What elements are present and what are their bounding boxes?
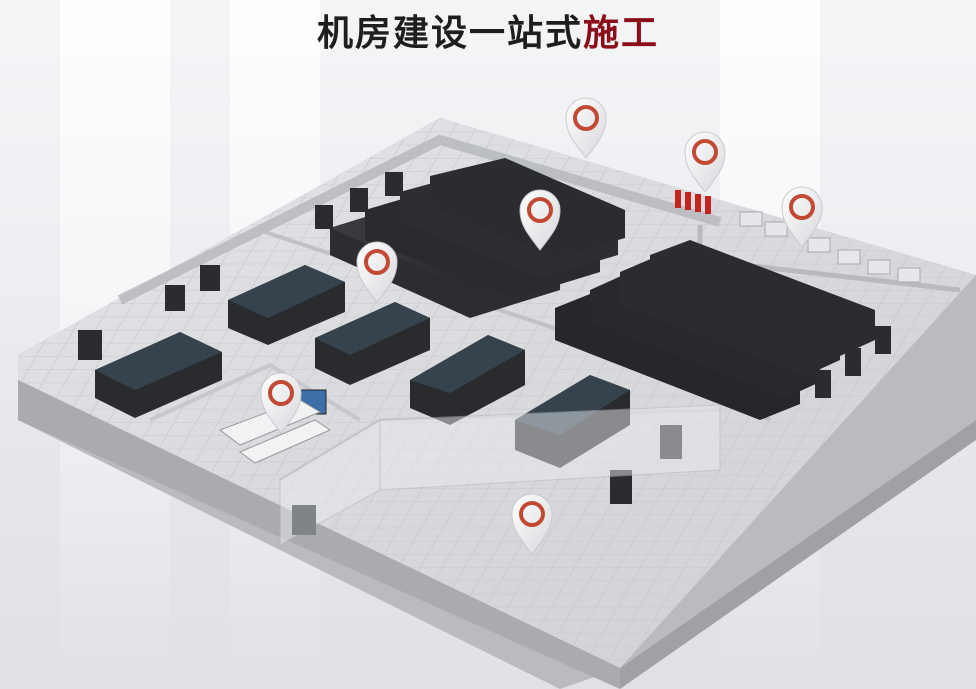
page-title: 机房建设一站式施工	[0, 4, 976, 56]
battery-units	[739, 211, 921, 283]
entrance-door	[292, 505, 316, 535]
location-pin-icon[interactable]	[511, 493, 553, 555]
location-pin-icon[interactable]	[781, 186, 823, 248]
title-highlight: 施工	[583, 13, 660, 54]
location-pin-icon[interactable]	[684, 131, 726, 193]
location-pin-icon[interactable]	[260, 372, 302, 434]
location-pin-icon[interactable]	[565, 97, 607, 159]
location-pin-icon[interactable]	[519, 189, 561, 251]
fire-suppression-cylinders	[675, 190, 711, 214]
title-main: 机房建设一站式	[316, 13, 583, 54]
location-pin-icon[interactable]	[356, 241, 398, 303]
